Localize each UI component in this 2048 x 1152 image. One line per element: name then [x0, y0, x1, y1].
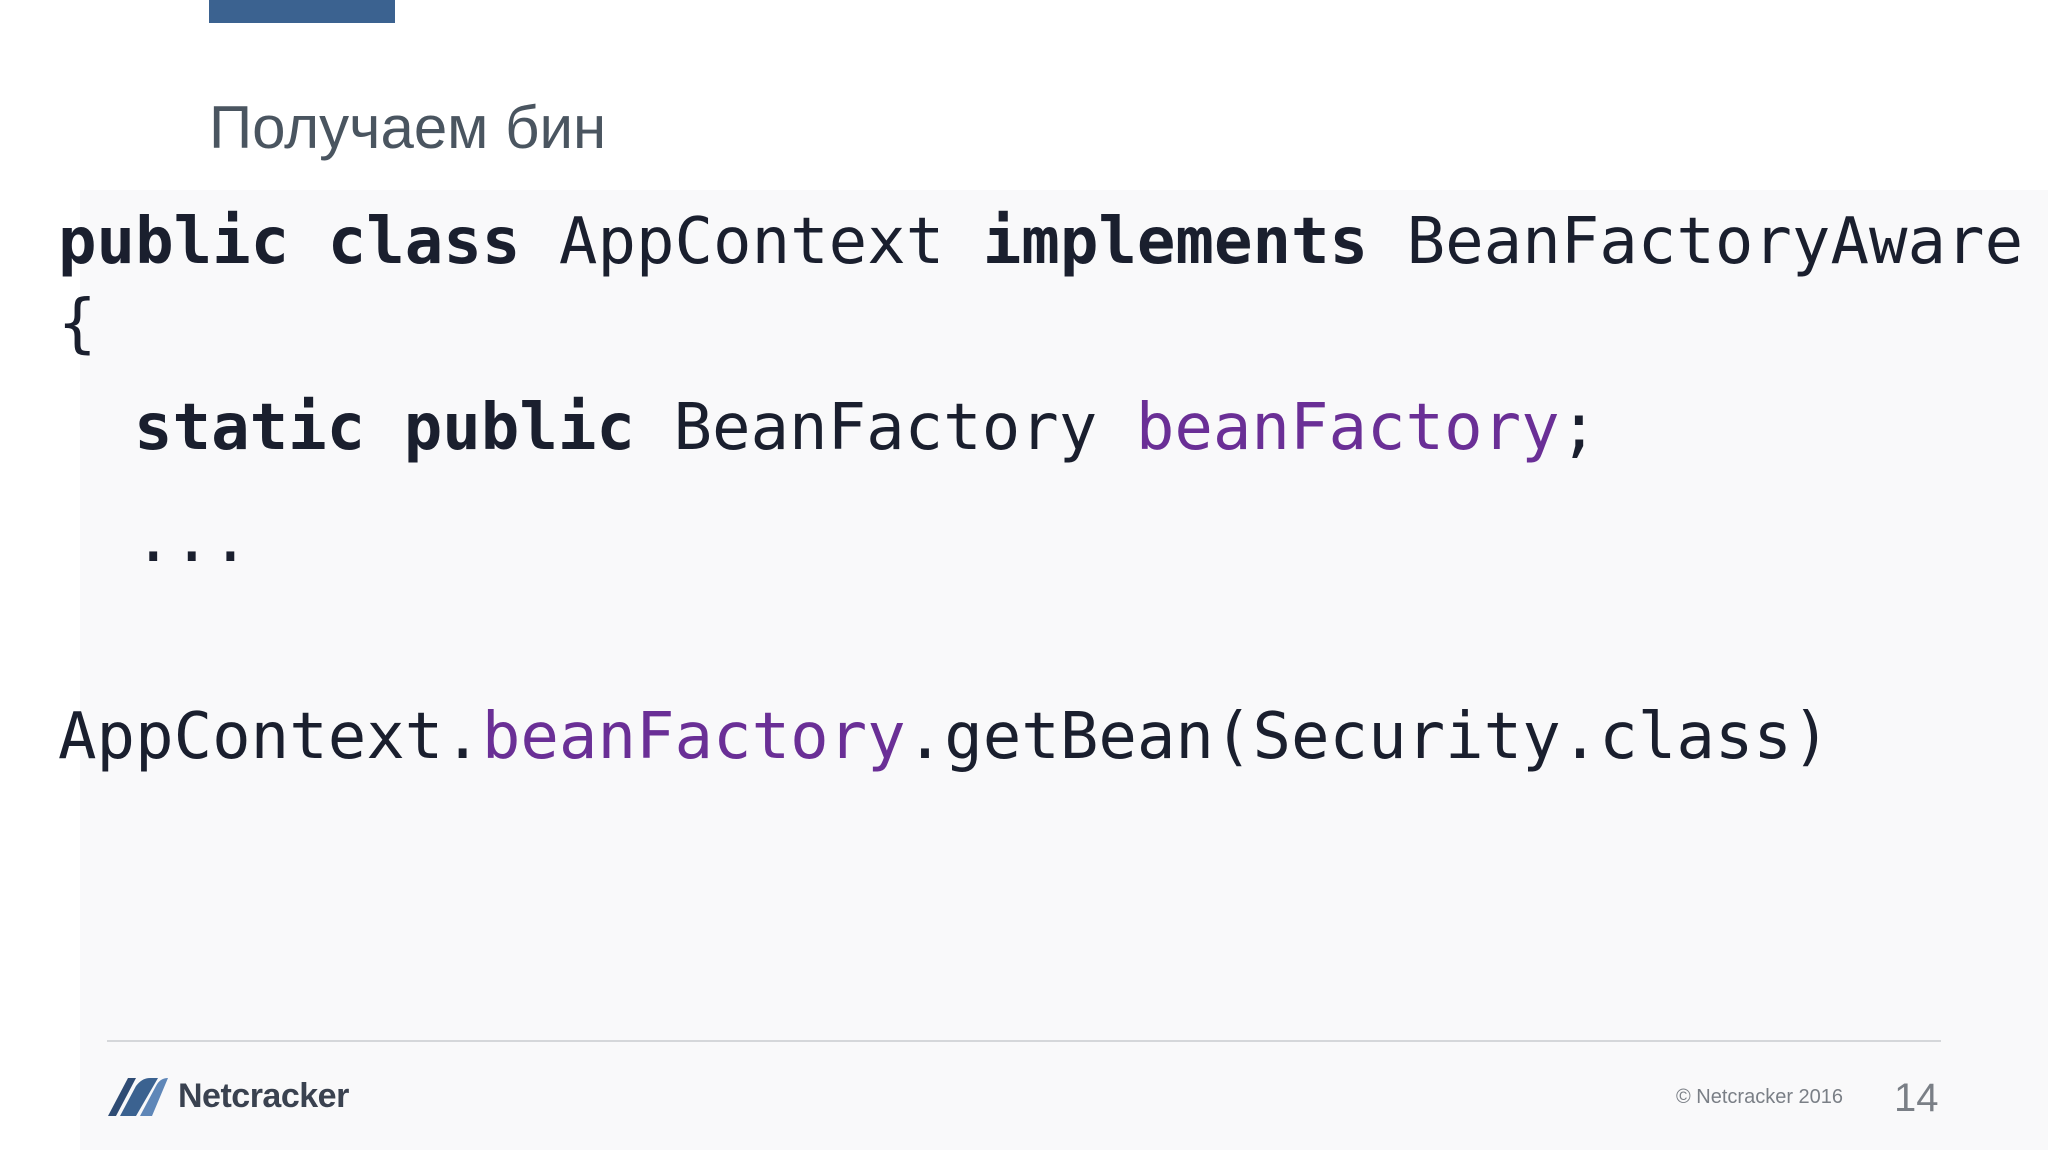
page-number: 14 — [1894, 1076, 1939, 1120]
code-line-field-declaration: static public BeanFactory beanFactory; — [134, 396, 1598, 460]
code-line-ellipsis: ... — [134, 503, 250, 577]
code-panel — [80, 190, 2048, 1150]
field-name: beanFactory — [1135, 391, 1560, 465]
class-name: AppContext — [558, 205, 945, 279]
code-line-class-declaration: public class AppContext implements BeanF… — [58, 210, 2023, 274]
code-line-open-brace: { — [58, 287, 97, 361]
netcracker-logo: Netcracker — [106, 1072, 349, 1120]
field-reference: beanFactory — [481, 700, 906, 774]
keyword-public: public — [403, 391, 635, 465]
netcracker-logo-icon — [108, 1078, 168, 1116]
slide-title: Получаем бин — [209, 94, 607, 161]
semicolon: ; — [1559, 391, 1599, 465]
copyright-text: © Netcracker 2016 — [1676, 1086, 1844, 1108]
keyword-static: static — [134, 391, 366, 465]
accent-bar — [209, 0, 395, 23]
method-call: .getBean(Security.class) — [905, 700, 1831, 774]
keyword-public: public — [58, 205, 290, 279]
keyword-class: class — [327, 205, 521, 279]
code-line-get-bean-call: AppContext.beanFactory.getBean(Security.… — [58, 705, 1830, 769]
receiver: AppContext. — [58, 700, 482, 774]
logo-text: Netcracker — [178, 1076, 349, 1115]
footer-divider — [107, 1040, 1941, 1042]
type-name: BeanFactory — [673, 391, 1098, 465]
interface-name: BeanFactoryAware — [1406, 205, 2024, 279]
keyword-implements: implements — [982, 205, 1369, 279]
